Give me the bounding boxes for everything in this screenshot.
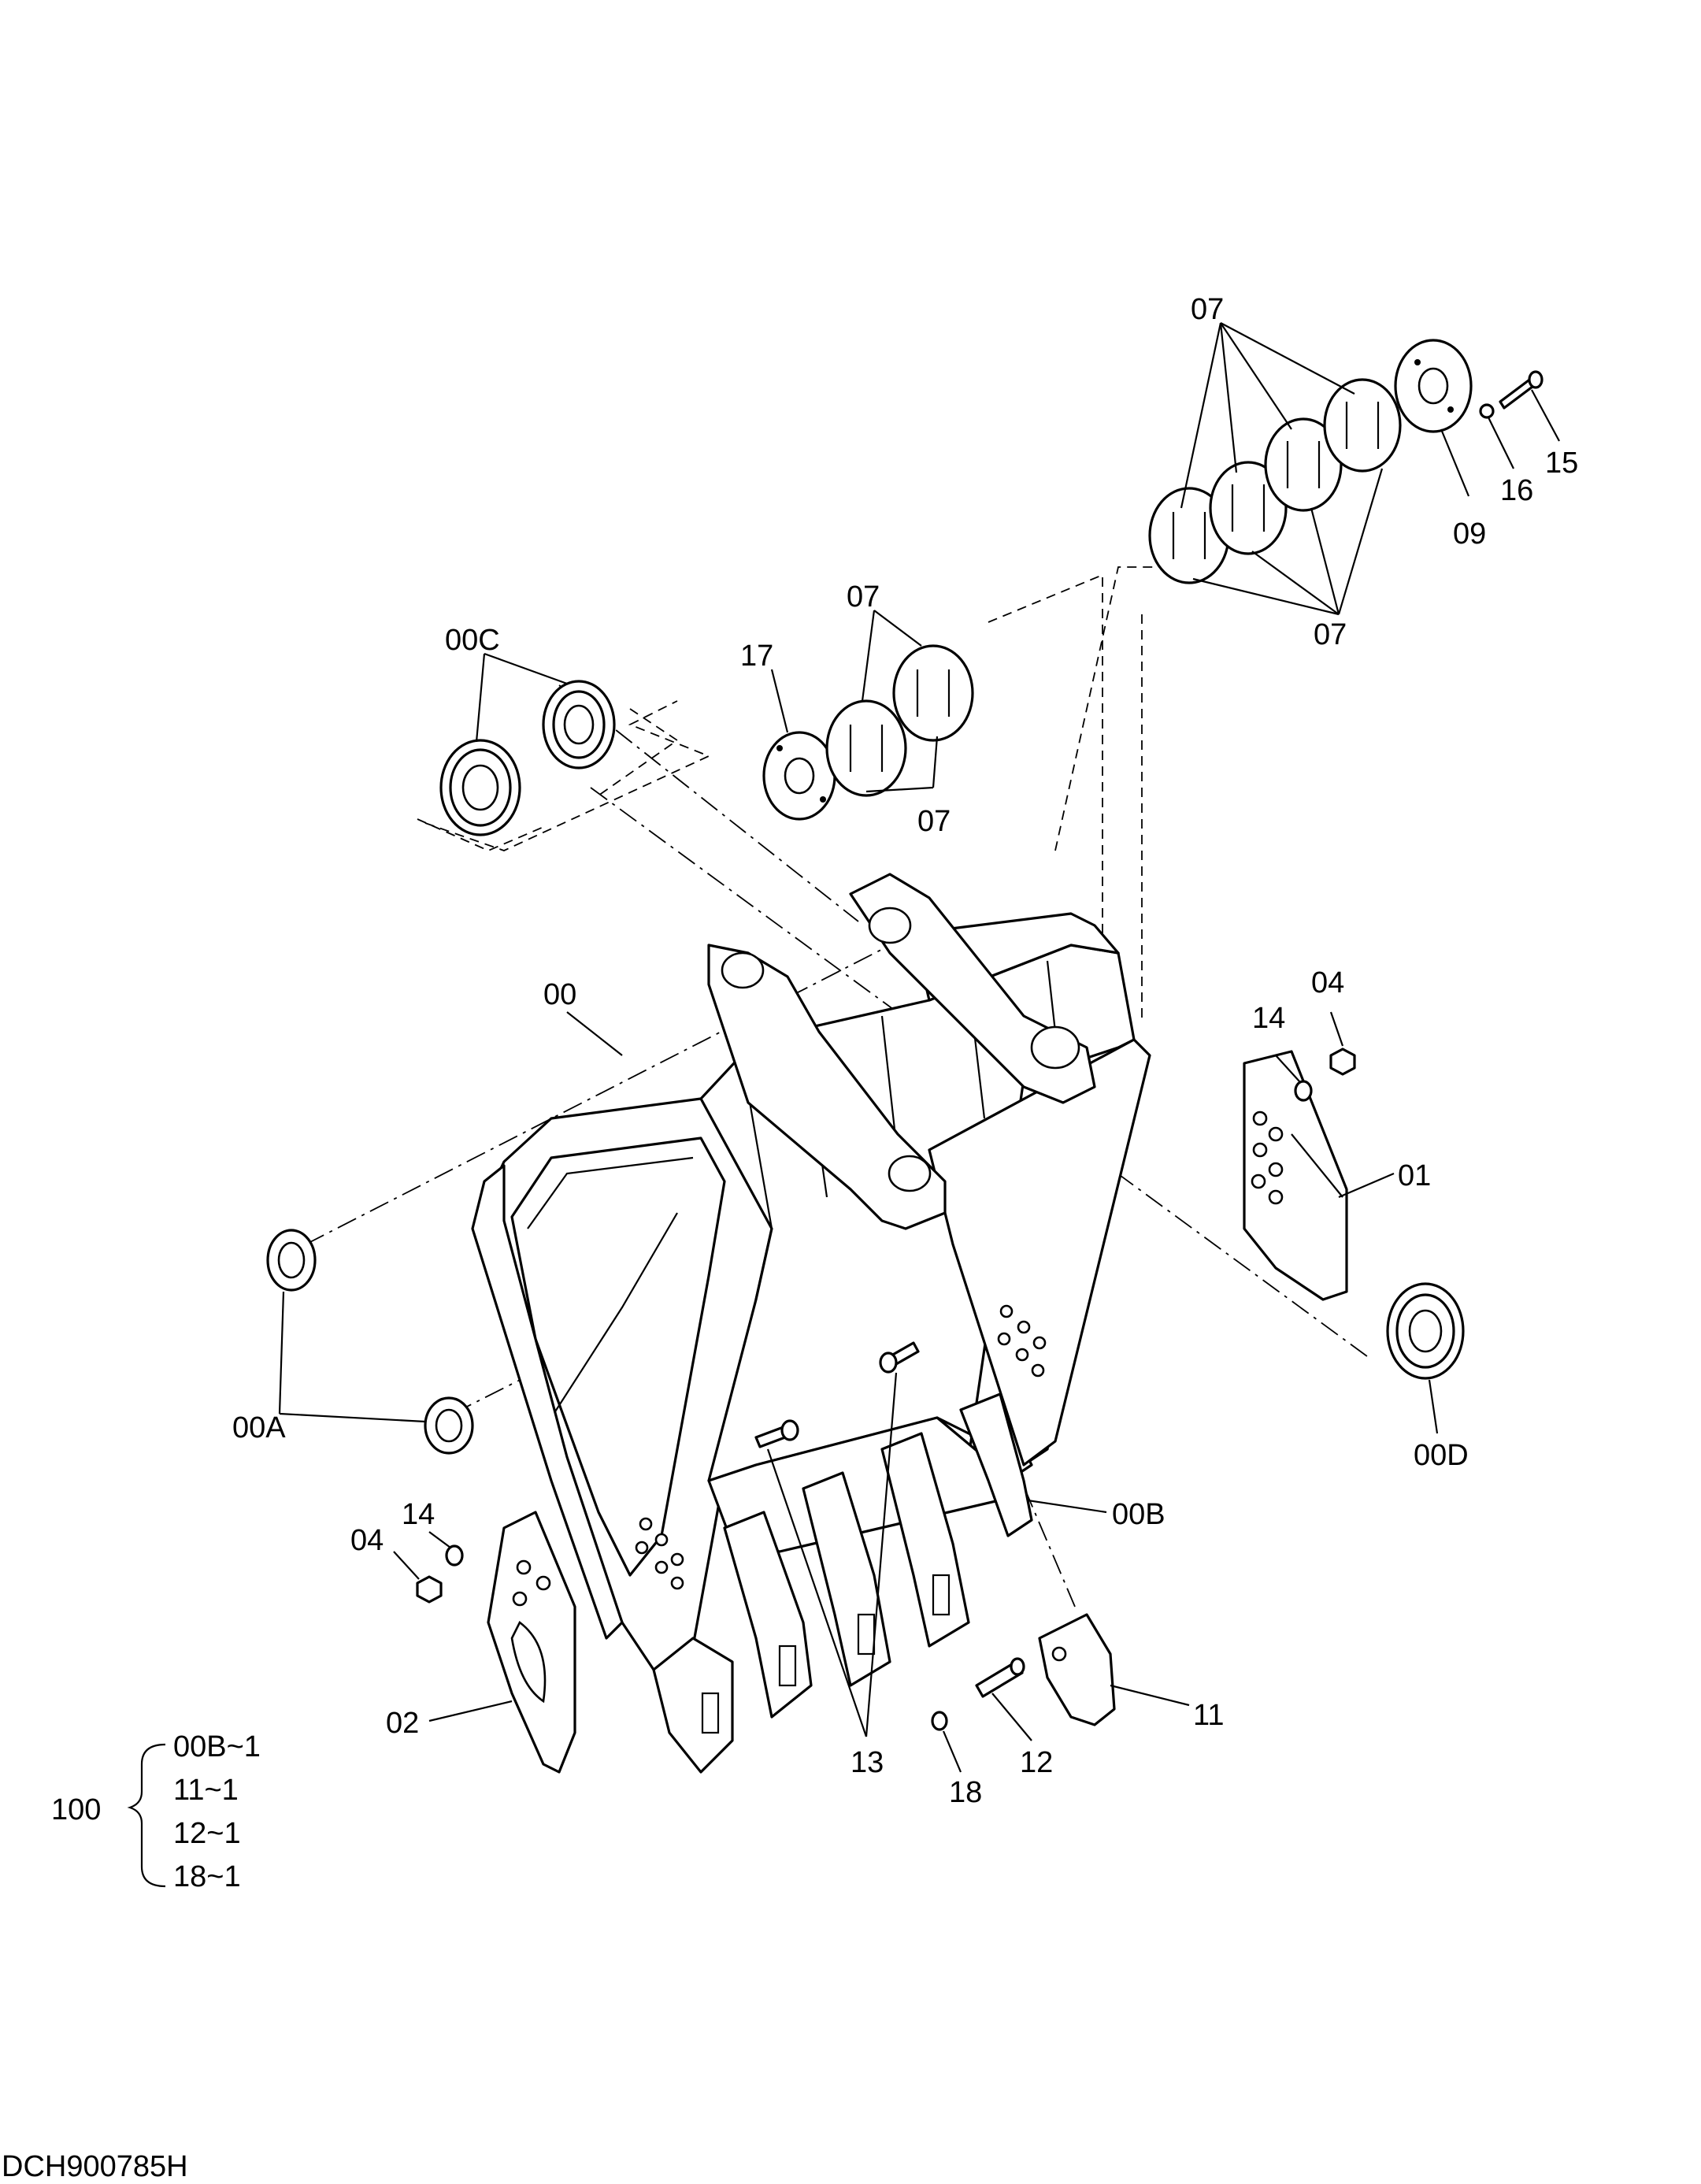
boss-plates <box>707 873 1096 1230</box>
label-11: 11 <box>1193 1699 1224 1732</box>
label-18: 18 <box>949 1776 982 1809</box>
label-12: 12 <box>1020 1746 1053 1779</box>
kit-item-3: 12~1 <box>173 1817 241 1850</box>
shims-07-top <box>1148 378 1402 584</box>
kit-bracket <box>127 1743 166 1888</box>
label-16: 16 <box>1500 474 1533 507</box>
label-09: 09 <box>1453 517 1486 551</box>
label-17: 17 <box>740 640 773 673</box>
bolts-13 <box>754 1341 920 1448</box>
teeth-row <box>652 1392 1033 1774</box>
side-plate-holes <box>635 1304 1047 1590</box>
label-07-right: 07 <box>1314 618 1347 651</box>
label-14-right: 14 <box>1252 1002 1285 1035</box>
label-04-right: 04 <box>1311 966 1344 999</box>
plate-bolt-assembly <box>1394 339 1544 433</box>
side-cutter-01 <box>1243 1050 1348 1301</box>
label-00c: 00C <box>445 624 500 657</box>
label-04-left: 04 <box>350 1524 384 1557</box>
label-07-mid-top: 07 <box>847 580 880 614</box>
label-00a: 00A <box>232 1411 286 1444</box>
label-07-top: 07 <box>1191 293 1224 326</box>
tooth-pin-retainer <box>931 1613 1116 1731</box>
label-14-left: 14 <box>402 1498 435 1531</box>
label-02: 02 <box>386 1707 419 1740</box>
bushing-00a <box>266 1229 474 1455</box>
label-13: 13 <box>850 1746 884 1779</box>
part-labels: 07 07 09 16 15 00C 17 07 07 00 14 04 01 … <box>232 293 1578 1809</box>
label-07-mid-bottom: 07 <box>917 805 951 838</box>
bushing-00c <box>417 680 679 851</box>
drawing-code: DCH900785H <box>2 2150 188 2183</box>
bushing-00d <box>1386 1282 1465 1380</box>
shims-07-middle <box>825 644 974 797</box>
kit-item-4: 18~1 <box>173 1860 241 1893</box>
nuts-washers <box>416 1048 1356 1604</box>
kit-id: 100 <box>51 1793 101 1826</box>
leader-lines <box>278 322 1560 1773</box>
side-cutter-02 <box>487 1511 576 1774</box>
kit-item-2: 11~1 <box>173 1774 239 1807</box>
washer-plate-17 <box>762 731 836 821</box>
label-01: 01 <box>1398 1159 1431 1192</box>
label-00d: 00D <box>1414 1439 1469 1472</box>
kit-item-1: 00B~1 <box>173 1730 261 1763</box>
label-15: 15 <box>1545 447 1578 480</box>
label-00: 00 <box>543 978 576 1011</box>
label-00b: 00B <box>1112 1498 1166 1531</box>
kit-list: 100 00B~1 11~1 12~1 18~1 <box>51 1730 261 1893</box>
